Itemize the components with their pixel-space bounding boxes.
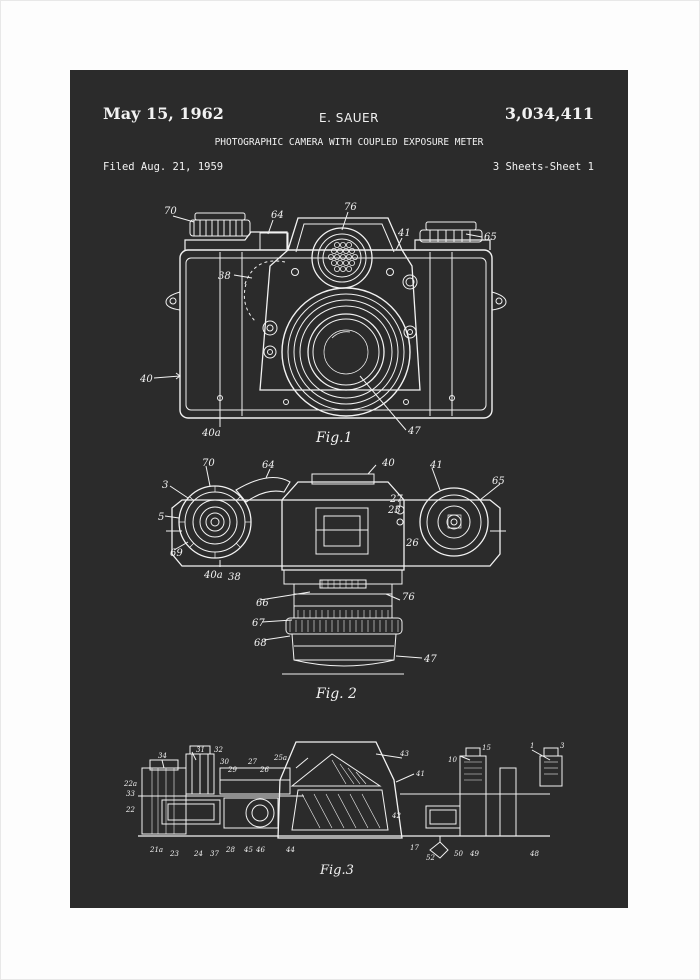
ref-label: 41 (397, 228, 411, 239)
ref-label: 3 (560, 742, 565, 750)
ref-label: 32 (214, 746, 223, 754)
ref-label: 38 (218, 271, 231, 282)
ref-label: 40a (201, 428, 221, 439)
ref-label: 3 (162, 480, 168, 491)
ref-label: 70 (202, 458, 215, 469)
ref-label: 67 (252, 618, 265, 629)
ref-label: 47 (423, 654, 437, 665)
ref-label: 44 (285, 846, 295, 854)
ref-label: 28 (225, 846, 235, 854)
ref-label: 69 (170, 548, 183, 559)
ref-label: 21a (149, 846, 163, 854)
figure-2-caption: Fig. 2 (315, 686, 357, 702)
ref-label: 23 (169, 850, 179, 858)
ref-label: 50 (454, 850, 463, 858)
ref-label: 1 (530, 742, 534, 750)
figure-1-front-view: 70 64 76 41 65 38 40 40a 47 Fig.1 (139, 202, 506, 446)
ref-label: 26 (405, 538, 419, 549)
ref-label: 41 (429, 460, 443, 471)
ref-label: 42 (391, 812, 401, 820)
ref-label: 68 (254, 638, 267, 649)
ref-label: 52 (426, 854, 435, 862)
figure-2-top-view: 3 70 64 40 41 65 5 69 40a 38 27 23 26 66… (158, 458, 506, 702)
ref-label: 46 (255, 846, 265, 854)
ref-label: 15 (482, 744, 491, 752)
ref-label: 40 (381, 458, 395, 469)
ref-label: 45 (243, 846, 253, 854)
ref-label: 22 (125, 806, 135, 814)
ref-label: 41 (415, 770, 425, 778)
ref-label: 43 (399, 750, 409, 758)
figure-1-caption: Fig.1 (315, 430, 353, 446)
ref-label: 29 (227, 766, 237, 774)
ref-label: 65 (492, 476, 505, 487)
ref-label: 76 (402, 592, 415, 603)
ref-label: 27 (247, 758, 257, 766)
ref-label: 26 (259, 766, 269, 774)
ref-label: 25a (273, 754, 287, 762)
patent-drawings: 70 64 76 41 65 38 40 40a 47 Fig.1 (70, 70, 628, 908)
ref-label: 65 (484, 232, 497, 243)
figure-3-section-view: 34 31 32 30 29 27 26 25a 43 41 10 15 1 3… (123, 742, 565, 878)
ref-label: 64 (262, 460, 275, 471)
ref-label: 27 (389, 494, 403, 505)
ref-label: 22a (123, 780, 137, 788)
ref-label: 33 (126, 790, 135, 798)
ref-label: 24 (193, 850, 203, 858)
ref-label: 49 (469, 850, 479, 858)
ref-label: 47 (407, 426, 421, 437)
ref-label: 40a (203, 570, 223, 581)
ref-label: 66 (256, 598, 269, 609)
ref-label: 5 (158, 512, 164, 523)
ref-label: 34 (158, 752, 167, 760)
ref-label: 37 (210, 850, 219, 858)
ref-label: 30 (220, 758, 229, 766)
patent-plate: May 15, 1962 E. SAUER 3,034,411 PHOTOGRA… (70, 70, 628, 908)
ref-label: 70 (164, 206, 177, 217)
ref-label: 48 (529, 850, 539, 858)
ref-label: 76 (344, 202, 357, 213)
figure-3-caption: Fig.3 (319, 863, 354, 878)
ref-label: 17 (410, 844, 419, 852)
ref-label: 40 (139, 374, 153, 385)
ref-label: 38 (228, 572, 241, 583)
ref-label: 23 (387, 505, 401, 516)
ref-label: 31 (196, 746, 205, 754)
ref-label: 10 (448, 756, 457, 764)
ref-label: 64 (271, 210, 284, 221)
